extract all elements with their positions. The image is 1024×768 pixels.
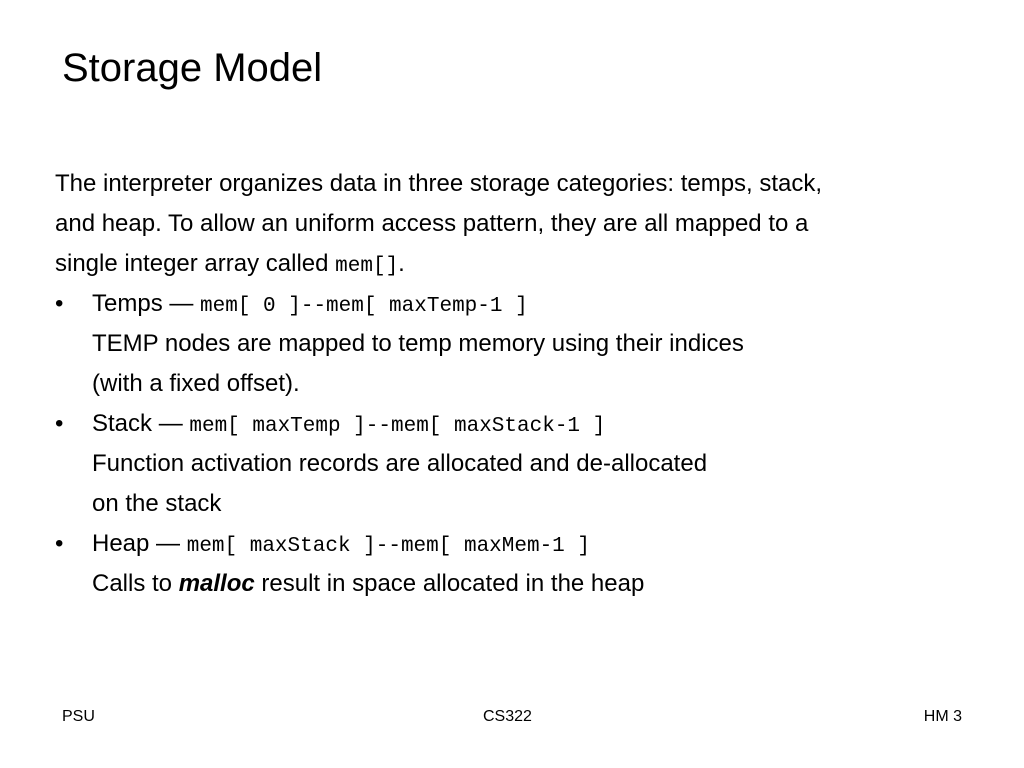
bullet-temps-desc-2: (with a fixed offset).	[92, 370, 300, 397]
footer-center: CS322	[483, 708, 532, 725]
bullet-marker-icon: •	[55, 410, 64, 437]
intro-line-3: single integer array called mem[].	[55, 244, 995, 284]
malloc-keyword: malloc	[178, 570, 255, 597]
footer-page-number: HM 3	[923, 708, 962, 725]
intro-line-2: and heap. To allow an uniform access pat…	[55, 210, 809, 237]
bullet-heap-desc: Calls to malloc result in space allocate…	[55, 564, 995, 604]
bullet-stack-label: Stack —	[92, 410, 190, 437]
bullet-heap-label: Heap —	[92, 530, 187, 557]
slide-title: Storage Model	[62, 46, 323, 90]
bullet-temps-code: mem[ 0 ]--mem[ maxTemp-1 ]	[200, 295, 528, 318]
bullet-stack-code: mem[ maxTemp ]--mem[ maxStack-1 ]	[189, 415, 606, 438]
intro-line-3-end: .	[398, 250, 405, 277]
intro-line-1: The interpreter organizes data in three …	[55, 170, 823, 197]
bullet-temps-desc-1: TEMP nodes are mapped to temp memory usi…	[92, 330, 744, 357]
mem-array-code: mem[]	[335, 255, 399, 278]
bullet-heap-desc-suffix: result in space allocated in the heap	[254, 570, 645, 597]
bullet-stack-desc-1: Function activation records are allocate…	[92, 450, 708, 477]
bullet-temps-label: Temps —	[92, 290, 201, 317]
bullet-heap-desc-prefix: Calls to	[92, 570, 179, 597]
bullet-stack: • Stack — mem[ maxTemp ]--mem[ maxStack-…	[55, 404, 995, 444]
bullet-marker-icon: •	[55, 530, 64, 557]
bullet-stack-desc-2: on the stack	[92, 490, 222, 517]
intro-line-3-text: single integer array called	[55, 250, 336, 277]
slide-body: The interpreter organizes data in three …	[55, 164, 995, 604]
bullet-heap: • Heap — mem[ maxStack ]--mem[ maxMem-1 …	[55, 524, 995, 564]
bullet-marker-icon: •	[55, 290, 64, 317]
footer-left: PSU	[62, 708, 95, 725]
bullet-heap-code: mem[ maxStack ]--mem[ maxMem-1 ]	[186, 535, 590, 558]
bullet-temps: • Temps — mem[ 0 ]--mem[ maxTemp-1 ]	[55, 284, 995, 324]
